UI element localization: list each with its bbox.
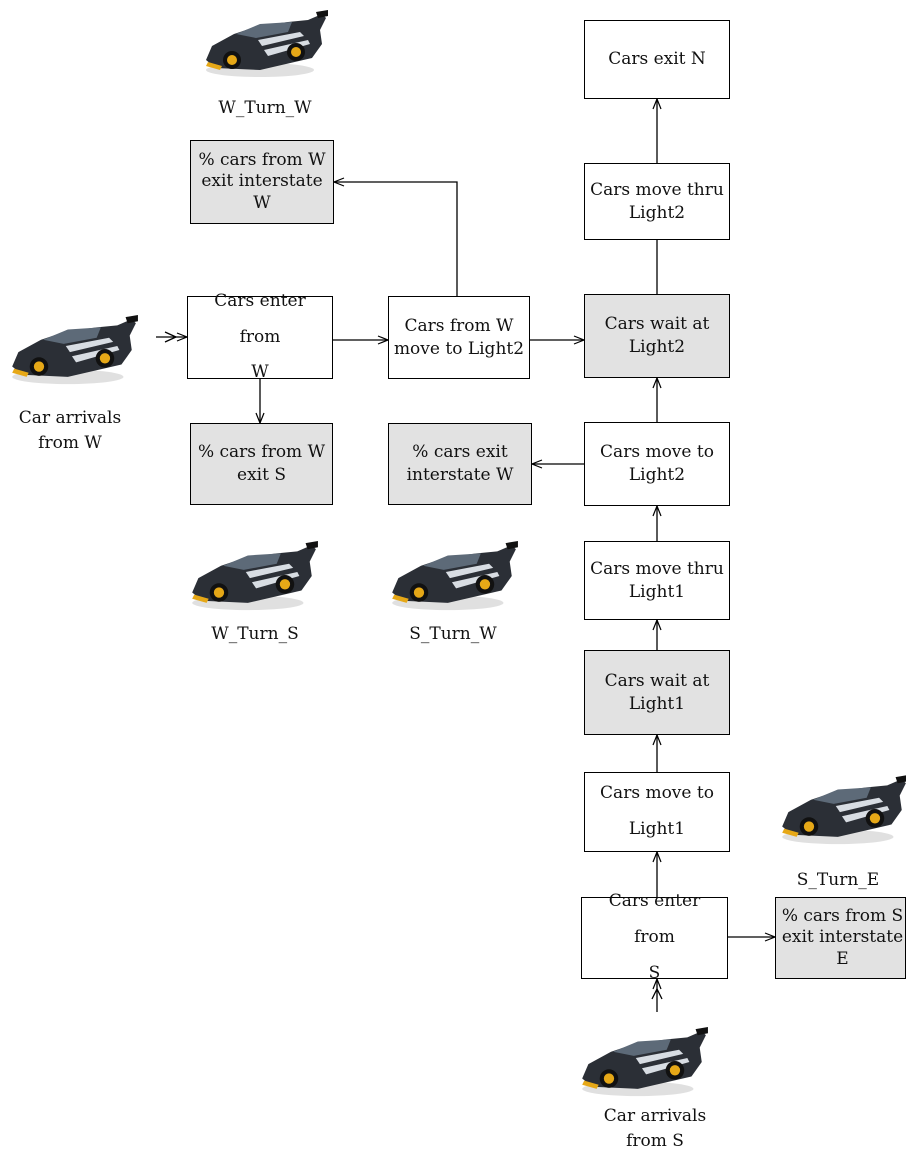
- box-cars-move-to-light2: Cars move to Light2: [584, 422, 730, 506]
- race-car-icon: [192, 541, 318, 611]
- race-car-icon: [782, 775, 906, 845]
- box-cars-enter-from-w: Cars enter from W: [187, 291, 333, 382]
- box-cars-wait-at-light2: Cars wait at Light2: [584, 294, 730, 378]
- arrow-arrival-w-second-head: [164, 331, 178, 343]
- label-s-turn-e: S_Turn_E: [796, 870, 880, 890]
- box-label: Cars from W move to Light2: [393, 315, 525, 359]
- label-car-arrivals-from-w: Car arrivals from W: [18, 408, 122, 453]
- box-label: Cars wait at Light1: [604, 670, 710, 714]
- box-label: % cars from W exit S: [197, 442, 326, 485]
- box-label: Cars exit N: [608, 49, 706, 70]
- arrow-arrival-s-second-head: [651, 987, 663, 1000]
- box-cars-move-thru-light2: Cars move thru Light2: [584, 163, 730, 240]
- box-label: Cars move to Light1: [600, 783, 714, 839]
- race-car-icon: [582, 1027, 708, 1097]
- box-label: % cars from W exit interstate W: [198, 150, 326, 213]
- race-car-icon: [392, 541, 518, 611]
- box-cars-enter-from-s: Cars enter from S: [581, 891, 728, 983]
- box-cars-wait-at-light1: Cars wait at Light1: [584, 650, 730, 735]
- box-pct-w-exit-interstate-w: % cars from W exit interstate W: [190, 140, 334, 224]
- box-pct-exit-interstate-w: % cars exit interstate W: [388, 423, 532, 505]
- box-label: % cars from S exit interstate E: [781, 906, 904, 969]
- label-s-turn-w: S_Turn_W: [409, 624, 497, 644]
- box-label: Cars move thru Light2: [590, 179, 724, 223]
- label-w-turn-w: W_Turn_W: [218, 98, 312, 118]
- box-label: Cars enter from W: [214, 290, 306, 383]
- race-car-icon: [12, 315, 138, 385]
- label-car-arrivals-from-s: Car arrivals from S: [603, 1106, 707, 1151]
- label-w-turn-s: W_Turn_S: [211, 624, 299, 644]
- box-label: Cars enter from S: [608, 891, 701, 983]
- box-label: Cars move thru Light1: [590, 558, 724, 602]
- arrow-move-to-exit-interstate-w: [334, 182, 458, 296]
- box-cars-from-w-move-to-light2: Cars from W move to Light2: [388, 296, 530, 379]
- race-car-icon: [206, 10, 328, 77]
- box-pct-w-exit-s: % cars from W exit S: [190, 423, 333, 505]
- box-label: Cars wait at Light2: [604, 314, 710, 357]
- box-label: % cars exit interstate W: [406, 442, 514, 485]
- box-cars-exit-n: Cars exit N: [584, 20, 730, 99]
- box-cars-move-to-light1: Cars move to Light1: [584, 772, 730, 852]
- box-label: Cars move to Light2: [600, 442, 714, 485]
- box-cars-move-thru-light1: Cars move thru Light1: [584, 541, 730, 620]
- box-pct-s-exit-interstate-e: % cars from S exit interstate E: [775, 897, 906, 979]
